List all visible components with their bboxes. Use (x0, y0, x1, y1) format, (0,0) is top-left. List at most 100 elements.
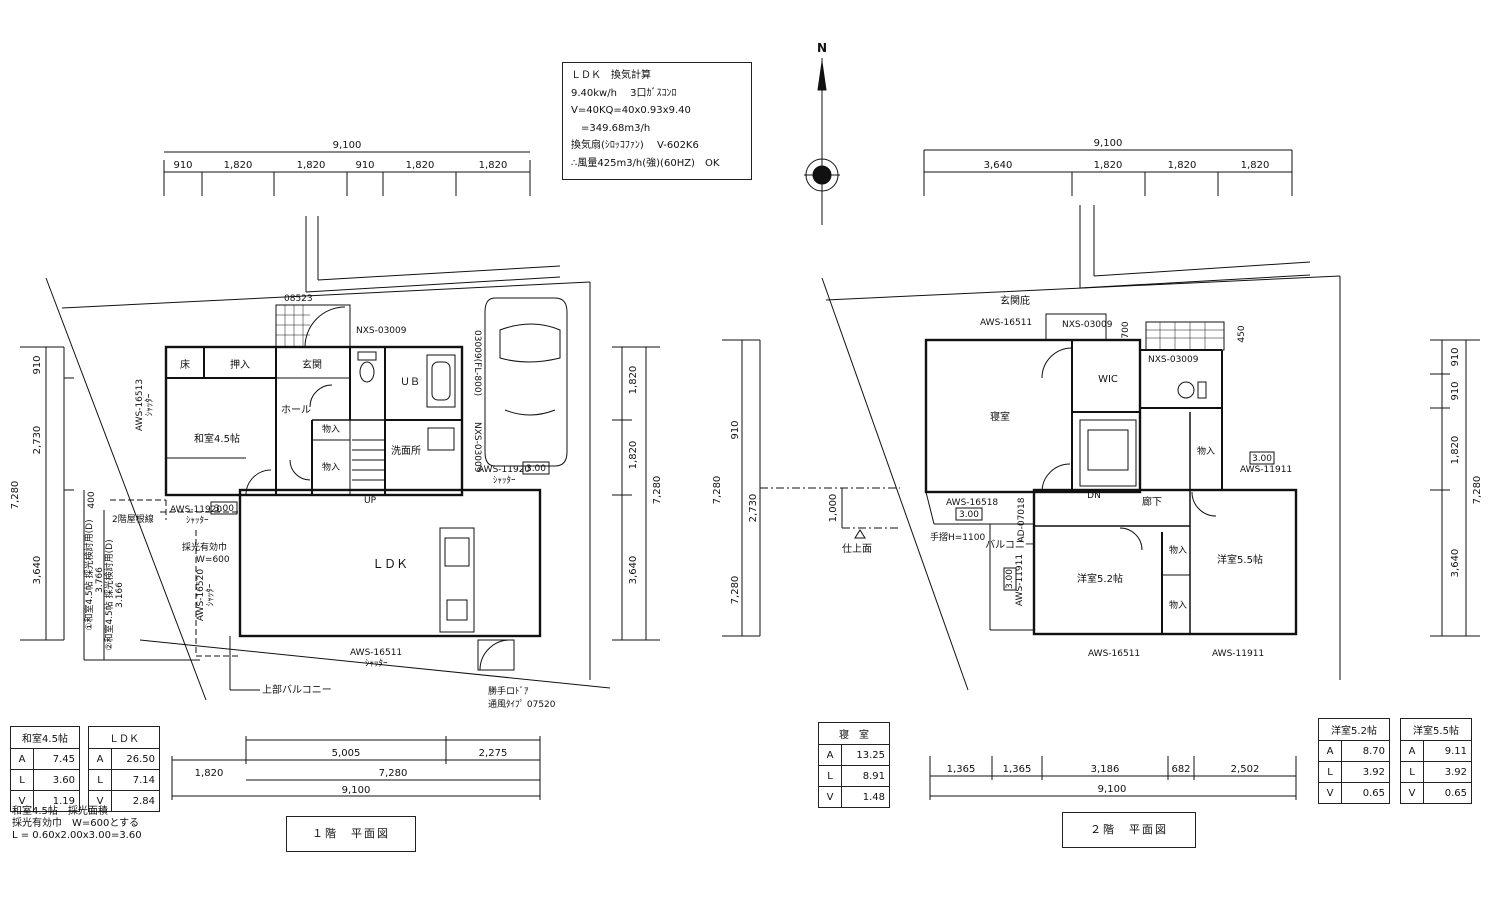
f2-win-aws-16518: AWS-16518 (946, 498, 998, 508)
f2-dim-left-total2: 7,280 (712, 476, 723, 505)
f2-room-monoire1: 物入 (1197, 445, 1215, 457)
f2-win-aws-11911b: AWS-11911 (1015, 554, 1025, 606)
f1-tsufu: 通風ﾀｲﾌﾟ 07520 (488, 699, 556, 710)
f1-shutter-3: ｼｬｯﾀｰ (186, 515, 209, 526)
f1-dim-bottom-total: 9,100 (342, 785, 371, 796)
f2-dim-right-1: 910 (1450, 381, 1461, 400)
table-ldk-title: ＬＤＫ (109, 734, 139, 745)
f2-dim-bottom-0: 1,365 (947, 764, 976, 775)
f2-shiage: 仕上面 (842, 542, 872, 555)
f1-dim-bottom-0: 5,005 (332, 748, 361, 759)
compass-north-label: N (817, 41, 827, 55)
f1-saikou-note: 和室4.5帖 採光面積 採光有効巾 W=600とする L = 0.60x2.00… (12, 806, 142, 842)
f1-room-ldk: ＬＤＫ (372, 557, 408, 571)
vent-title: ＬＤＫ 換気計算 (571, 70, 651, 81)
f1-room-monoire1: 物入 (322, 423, 340, 435)
f1-dim-top-4: 1,820 (406, 160, 435, 171)
f1-dim-top-5: 1,820 (479, 160, 508, 171)
table-cell-key: V (1319, 782, 1342, 803)
f2-dim-bottom-4: 2,502 (1231, 764, 1260, 775)
f2-title: ２階 平面図 (1062, 812, 1196, 848)
f1-dim-left-total: 7,280 (10, 481, 21, 510)
f2-tesuri: 手摺H=1100 (930, 531, 985, 543)
f2-room-monoire2: 物入 (1169, 544, 1187, 556)
f1-shutter-4: ｼｬｯﾀｰ (205, 583, 216, 606)
f2-room-yoshitsu55: 洋室5.5帖 (1217, 553, 1263, 566)
table-cell-value: 9.11 (1423, 740, 1471, 762)
f1-dim-left-1: 2,730 (32, 426, 43, 455)
table-cell-value: 8.70 (1341, 740, 1389, 762)
table-cell-value: 0.65 (1423, 782, 1471, 803)
table-cell-key: V (819, 786, 842, 807)
f2-dim-right-0: 910 (1450, 347, 1461, 366)
vent-line1: 9.40kw/h 3口ｶﾞｽｺﾝﾛ (571, 87, 677, 99)
table-cell-key: V (1401, 782, 1424, 803)
f1-dim-400: 400 (87, 491, 97, 508)
f1-dim-top-total: 9,100 (333, 140, 362, 151)
f2-dim-right-2: 1,820 (1450, 436, 1461, 465)
vent-line5: ∴風量425m3/h(強)(60HZ) OK (571, 157, 720, 169)
f2-dim-left-total: 7,280 (730, 576, 741, 605)
table-cell-value: 13.25 (841, 744, 889, 766)
f1-win-aws-16513: AWS-16513 (135, 379, 145, 431)
f1-title: １階 平面図 (286, 816, 416, 852)
f1-shutter-5: ｼｬｯﾀｰ (365, 658, 388, 669)
f1-w600: W=600 (196, 555, 230, 565)
table-shinshitsu-title: 寝 室 (839, 730, 869, 741)
f2-val-300b: 3.00 (959, 510, 979, 520)
f1-win-nxs-side: NXS-03009 (472, 422, 482, 473)
f2-win-nxs-b: NXS-03009 (1148, 355, 1199, 365)
table-cell-key: L (819, 765, 842, 787)
f1-dim-right-total: 7,280 (652, 476, 663, 505)
f2-room-wic: WIC (1098, 374, 1118, 385)
f1-shutter-1: ｼｬｯﾀｰ (144, 393, 155, 416)
f1-dim-bottom-3: 7,280 (379, 768, 408, 779)
table-cell-value: 26.50 (111, 748, 159, 770)
f1-nikai-yane: 2階屋根線 (112, 513, 154, 525)
table-cell-key: L (89, 769, 112, 791)
f2-dim-bottom-2: 3,186 (1091, 764, 1120, 775)
f1-check2-val: 3.166 (115, 582, 125, 608)
f2-room-rouka: 廊下 (1142, 495, 1162, 508)
f2-room-shinshitsu: 寝室 (990, 410, 1010, 423)
f1-val-300b: 3.00 (214, 504, 234, 514)
f2-dim-1000: 1,000 (828, 494, 839, 523)
table-cell-key: L (11, 769, 34, 791)
table-cell-value: 8.91 (841, 765, 889, 787)
f1-check2: ②和室4.5帖 採光検討用(D) (103, 539, 115, 650)
f2-dim-top-1: 1,820 (1094, 160, 1123, 171)
table-cell-value: 3.92 (1341, 761, 1389, 783)
table-washitsu-title: 和室4.5帖 (22, 734, 68, 745)
f1-val-300a: 3.00 (526, 464, 546, 474)
f2-val-300: 3.00 (1252, 454, 1272, 464)
f2-genkan-hisashi: 玄関庇 (1000, 294, 1030, 307)
f1-room-hall: ホール (281, 404, 311, 416)
f1-room-ub: ＵＢ (400, 377, 420, 388)
table-cell-value: 1.48 (841, 786, 889, 807)
f1-dim-right-2: 3,640 (628, 556, 639, 585)
f1-balcony-up: 上部バルコニー (262, 683, 332, 696)
f2-dim-left-1: 2,730 (748, 494, 759, 523)
f2-win-aws-11911a: AWS-11911 (1240, 465, 1292, 475)
table-cell-key: V (11, 790, 34, 811)
f1-win-aws-16520: AWS-16520 (196, 569, 206, 621)
f1-win-aws-16511: AWS-16511 (350, 648, 402, 658)
f1-dim-bottom-2: 1,820 (195, 768, 224, 779)
f1-dim-top-3: 910 (355, 160, 374, 171)
f2-stair-dn: DN (1087, 491, 1101, 501)
f1-dim-top-0: 910 (173, 160, 192, 171)
table-cell-value: 7.45 (33, 748, 79, 770)
f1-check1: ①和室4.5帖 採光検討用(D) (83, 519, 95, 630)
note-line3: L = 0.60x2.00x3.00=3.60 (12, 830, 142, 841)
f2-room-monoire3: 物入 (1169, 599, 1187, 611)
f1-check1-val: 3.766 (95, 567, 105, 593)
note-line2: 採光有効巾 W=600とする (12, 818, 140, 829)
f2-dim-top-total: 9,100 (1094, 138, 1123, 149)
table-cell-value: 1.19 (33, 790, 79, 811)
table-cell-key: V (89, 790, 112, 811)
f2-dim-bottom-total: 9,100 (1098, 784, 1127, 795)
f2-win-aws-16511b: AWS-16511 (1088, 649, 1140, 659)
table-cell-value: 7.14 (111, 769, 159, 791)
